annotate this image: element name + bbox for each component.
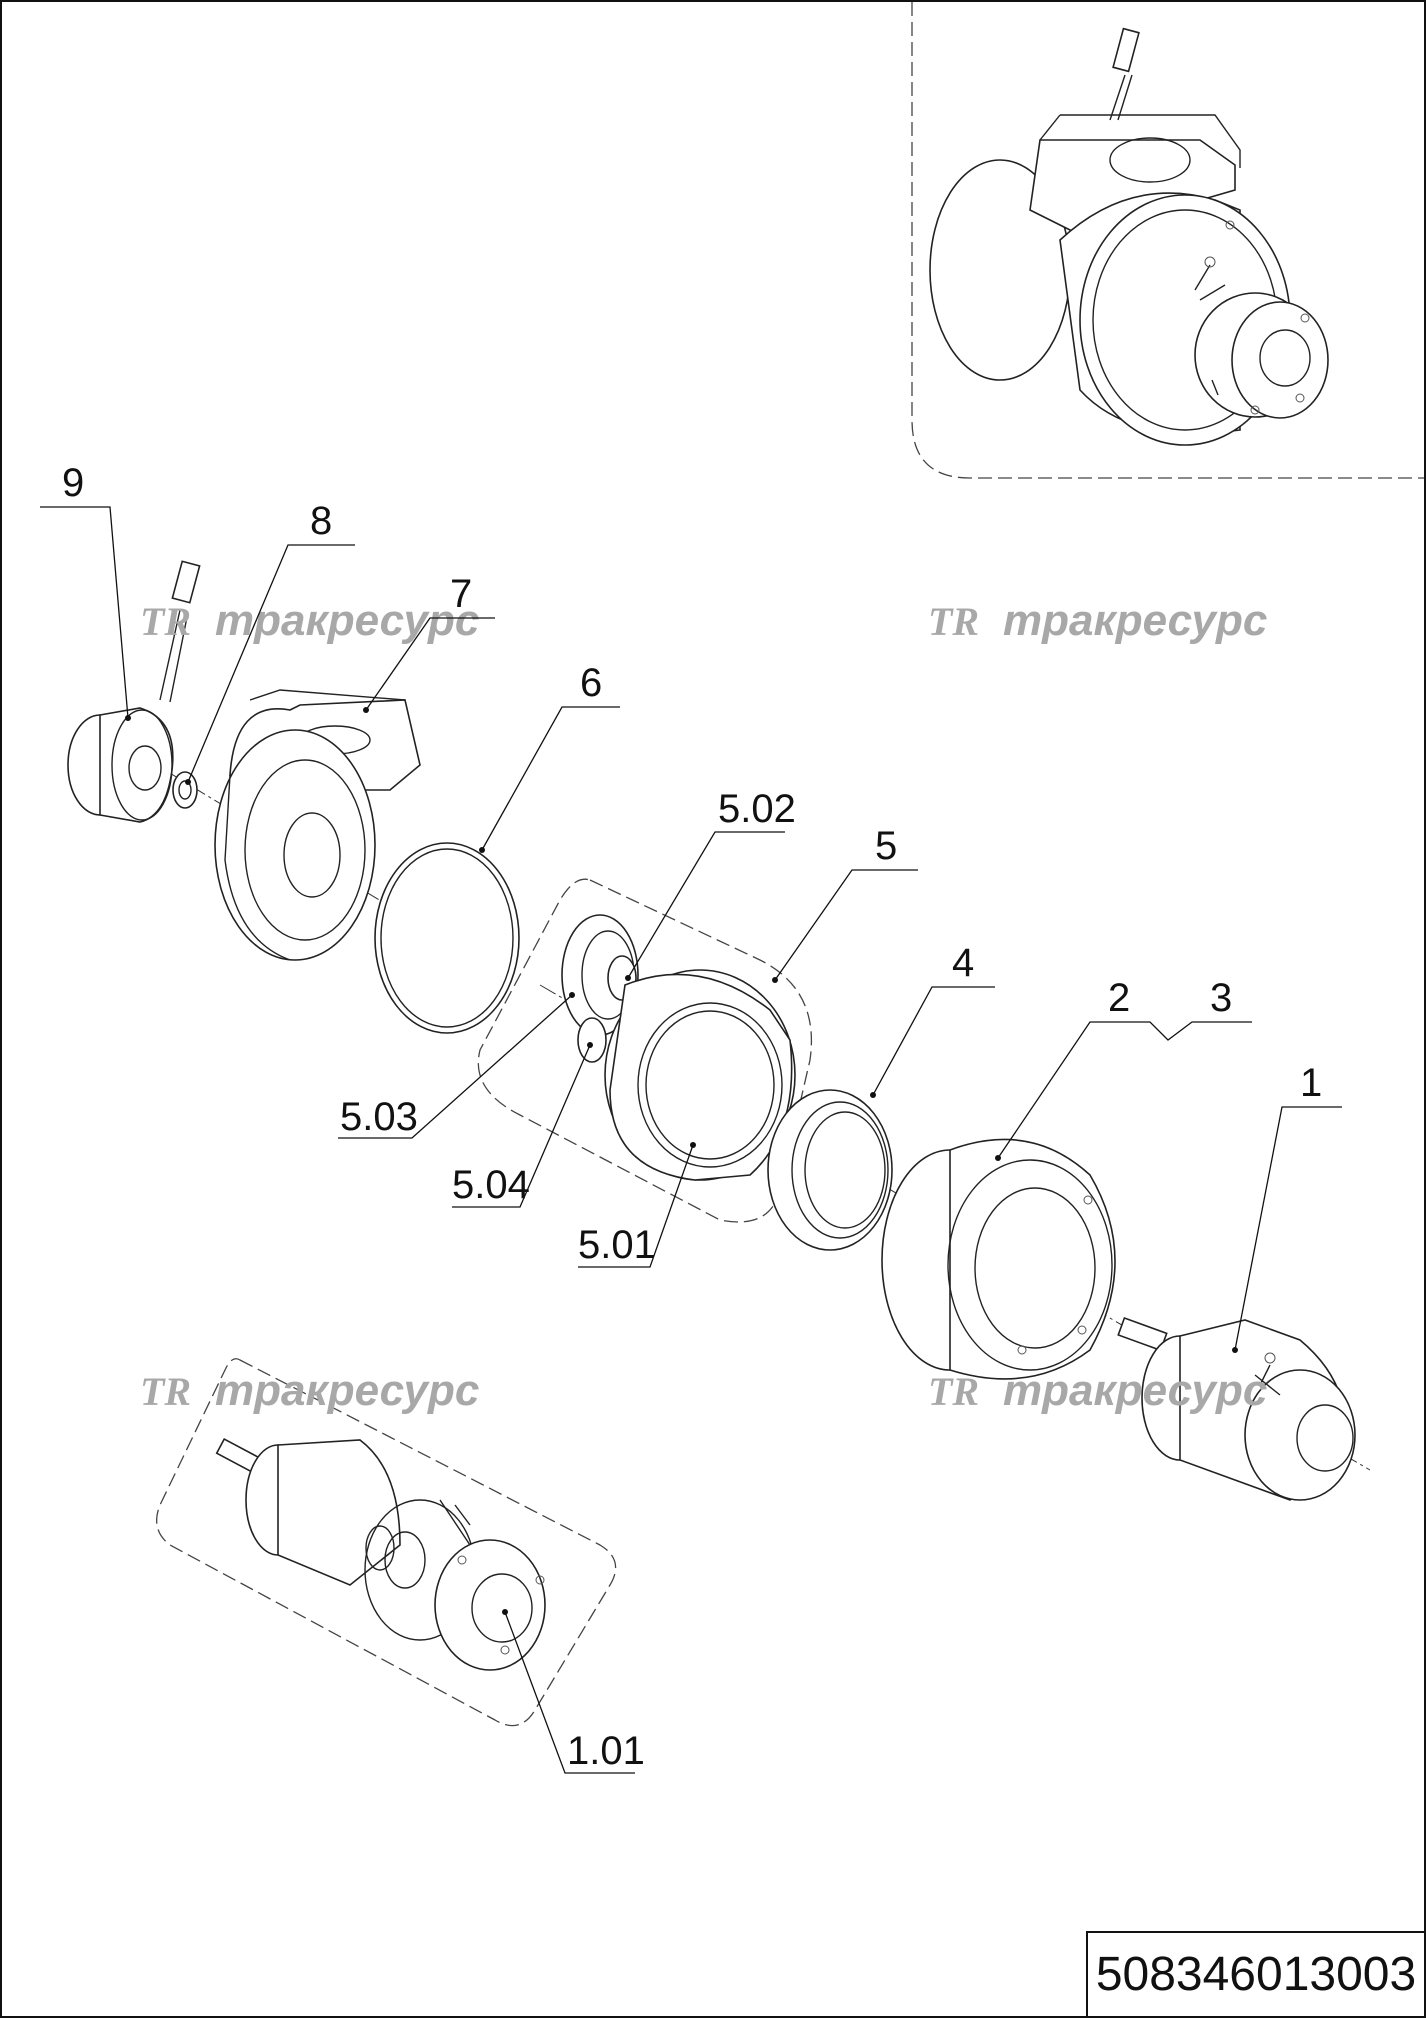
callout-label: 2 — [1108, 976, 1130, 1020]
callout-label: 4 — [952, 941, 974, 985]
callout-1: 1 — [1232, 1061, 1342, 1353]
callout-label: 5 — [875, 824, 897, 868]
part-4-seal — [767, 1089, 893, 1251]
drawing-code: 508346013003 — [1095, 1948, 1417, 2001]
callout-6: 6 — [479, 661, 620, 853]
callout-label: 1 — [1300, 1061, 1322, 1105]
watermark-logo: TR — [928, 599, 979, 644]
callout-5: 5 — [772, 824, 918, 983]
callout-label: 5.01 — [578, 1223, 656, 1267]
watermark-text: тракресурс — [1003, 596, 1267, 645]
callout-label: 5.03 — [340, 1095, 418, 1139]
callout-1-01: 1.01 — [502, 1609, 645, 1774]
callout-5-04: 5.04 — [452, 1042, 593, 1208]
part-5-group-frame — [477, 878, 813, 1223]
callout-2-3: 2 3 — [995, 976, 1252, 1161]
callout-7: 7 — [363, 572, 495, 713]
watermark-text: тракресурс — [215, 1366, 479, 1415]
watermark-1: TR тракресурс — [140, 596, 479, 645]
part-7-housing — [214, 689, 421, 961]
watermark-4: TR тракресурс — [928, 1366, 1267, 1415]
watermark-3: TR тракресурс — [140, 1366, 479, 1415]
watermark-logo: TR — [140, 599, 191, 644]
callout-5-01: 5.01 — [578, 1142, 696, 1268]
callout-label: 5.04 — [452, 1163, 530, 1207]
watermark-text: тракресурс — [1003, 1366, 1267, 1415]
callout-9: 9 — [40, 461, 131, 721]
detail-1-01-frame — [156, 1358, 617, 1727]
part-5-02-5-03-gears — [561, 914, 639, 1063]
part-9-sensor-cover — [67, 560, 201, 823]
watermark-text: тракресурс — [215, 596, 479, 645]
drawing-code-box: 508346013003 — [1086, 1931, 1426, 2018]
assembled-unit-illustration — [929, 27, 1329, 446]
callout-label: 7 — [450, 572, 472, 616]
part-2-3-wheel — [881, 1138, 1116, 1380]
watermark-logo: TR — [928, 1369, 979, 1414]
part-8-bearing — [172, 771, 198, 809]
watermark-2: TR тракресурс — [928, 596, 1267, 645]
part-1-motor — [1117, 1316, 1356, 1501]
detail-1-01-motor-cutaway — [215, 1437, 546, 1671]
part-5-ring-gear — [604, 969, 796, 1181]
callout-5-02: 5.02 — [625, 787, 796, 981]
callout-4: 4 — [870, 941, 995, 1098]
callout-label: 1.01 — [567, 1729, 645, 1773]
callout-label: 5.02 — [718, 787, 796, 831]
part-6-o-ring — [374, 842, 520, 1034]
callout-8: 8 — [185, 499, 355, 785]
callout-label: 6 — [580, 661, 602, 705]
callout-label: 9 — [62, 461, 84, 505]
callout-label: 8 — [310, 499, 332, 543]
assembled-view-frame — [911, 2, 1424, 479]
callout-label: 3 — [1210, 976, 1232, 1020]
watermark-logo: TR — [140, 1369, 191, 1414]
callout-5-03: 5.03 — [338, 992, 575, 1139]
